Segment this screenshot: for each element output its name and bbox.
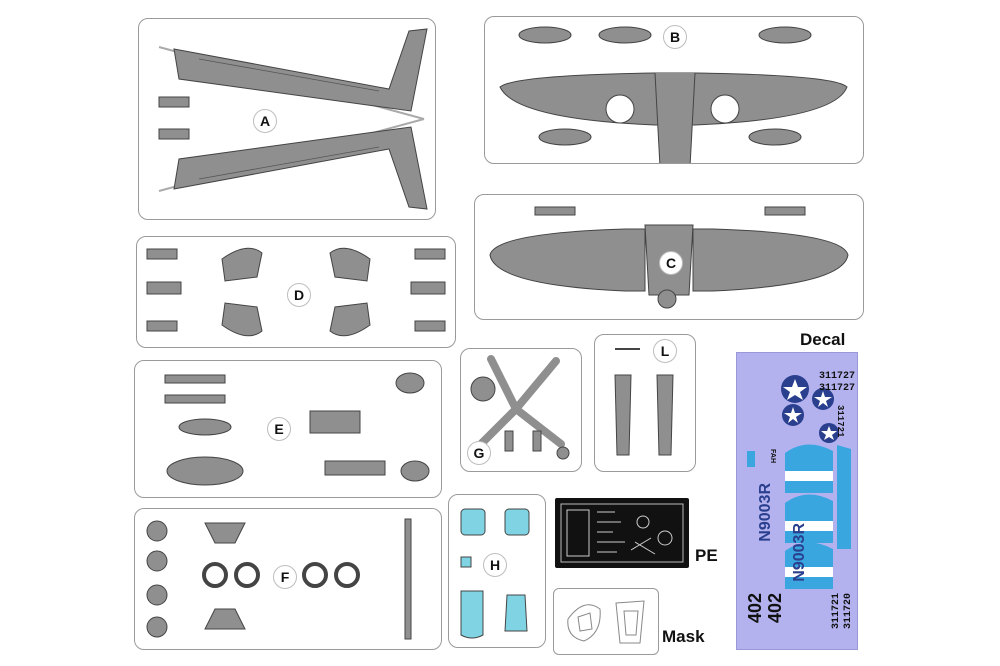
sprue-g-parts	[470, 355, 570, 460]
sprue-letter: H	[483, 553, 507, 577]
canopy-mask-sheet	[553, 588, 659, 655]
sprue-b-parts	[499, 26, 848, 163]
sprue-letter: F	[273, 565, 297, 589]
number-402-b: 402	[765, 593, 785, 624]
sprue-e: E	[134, 360, 442, 498]
sprue-letter: A	[253, 109, 277, 133]
sprue-letter: B	[663, 25, 687, 49]
sprue-l: L	[594, 334, 696, 472]
mask-label: Mask	[662, 627, 705, 646]
sprue-l-parts	[614, 348, 674, 456]
sprue-c-parts	[489, 206, 849, 309]
sprue-letter: E	[267, 417, 291, 441]
photo-etch-sheet	[555, 498, 689, 568]
serial-311721: 311721	[835, 405, 845, 438]
pe-label: PE	[695, 546, 718, 565]
sprue-letter: G	[467, 441, 491, 465]
sprue-a-parts	[158, 28, 428, 210]
sprue-h: H	[448, 494, 546, 648]
serial-311727-b: 311727	[819, 383, 856, 394]
small-text-fah: FAH	[769, 449, 776, 463]
sprue-letter: D	[287, 283, 311, 307]
sprue-d-parts	[146, 247, 446, 337]
sprue-d: D	[136, 236, 456, 348]
photo-etch-parts	[560, 503, 684, 563]
sprue-letter: C	[659, 251, 683, 275]
sprue-f: F	[134, 508, 442, 650]
registration-a: N9003R	[757, 483, 774, 542]
registration-b: N9003R	[791, 523, 808, 582]
serial-311721-b: 311721	[831, 593, 842, 630]
sprue-f-parts	[146, 518, 412, 640]
sprue-g: G	[460, 348, 582, 472]
sprue-a: A	[138, 18, 436, 220]
decal-sheet: 311727 311727 311721 N9003R N9003R FAH 4…	[736, 352, 858, 650]
mask-shapes	[567, 600, 645, 644]
serial-311727-a: 311727	[819, 371, 856, 382]
number-402-a: 402	[745, 593, 765, 624]
sprue-b: B	[484, 16, 864, 164]
decal-graphics	[747, 375, 851, 589]
sprue-h-parts	[460, 508, 530, 639]
sprue-c: C	[474, 194, 864, 320]
decal-label: Decal	[800, 330, 846, 349]
sprue-letter: L	[653, 339, 677, 363]
sprue-e-parts	[164, 372, 430, 486]
serial-311720: 311720	[843, 593, 854, 630]
